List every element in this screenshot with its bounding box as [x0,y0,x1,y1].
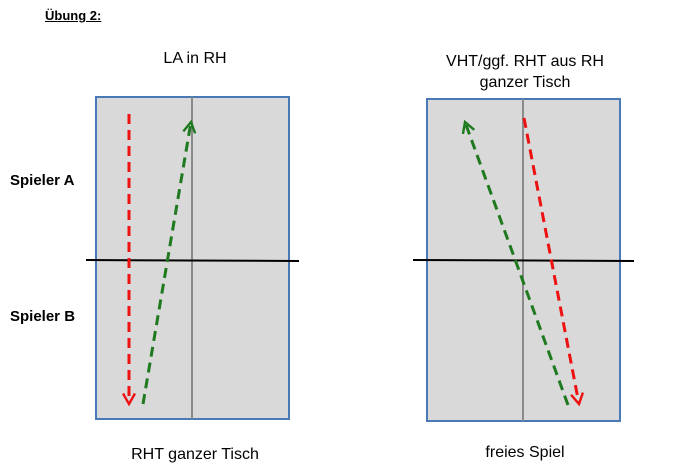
left-net-line [85,259,300,262]
right-top-caption-line1: VHT/ggf. RHT aus RH [446,53,604,70]
left-top-caption: LA in RH [163,50,227,67]
left-bottom-caption: RHT ganzer Tisch [131,446,259,463]
right-red-arrow [522,117,585,407]
player-b-label: Spieler B [10,308,76,325]
player-a-label: Spieler A [10,172,75,189]
right-net-line [412,259,635,262]
right-green-arrow [461,119,570,406]
right-bottom-caption: freies Spiel [485,444,565,461]
left-table [85,96,300,420]
right-table [412,98,635,422]
right-top-caption-line2: ganzer Tisch [479,74,571,91]
exercise-heading: Übung 2: [45,8,102,23]
